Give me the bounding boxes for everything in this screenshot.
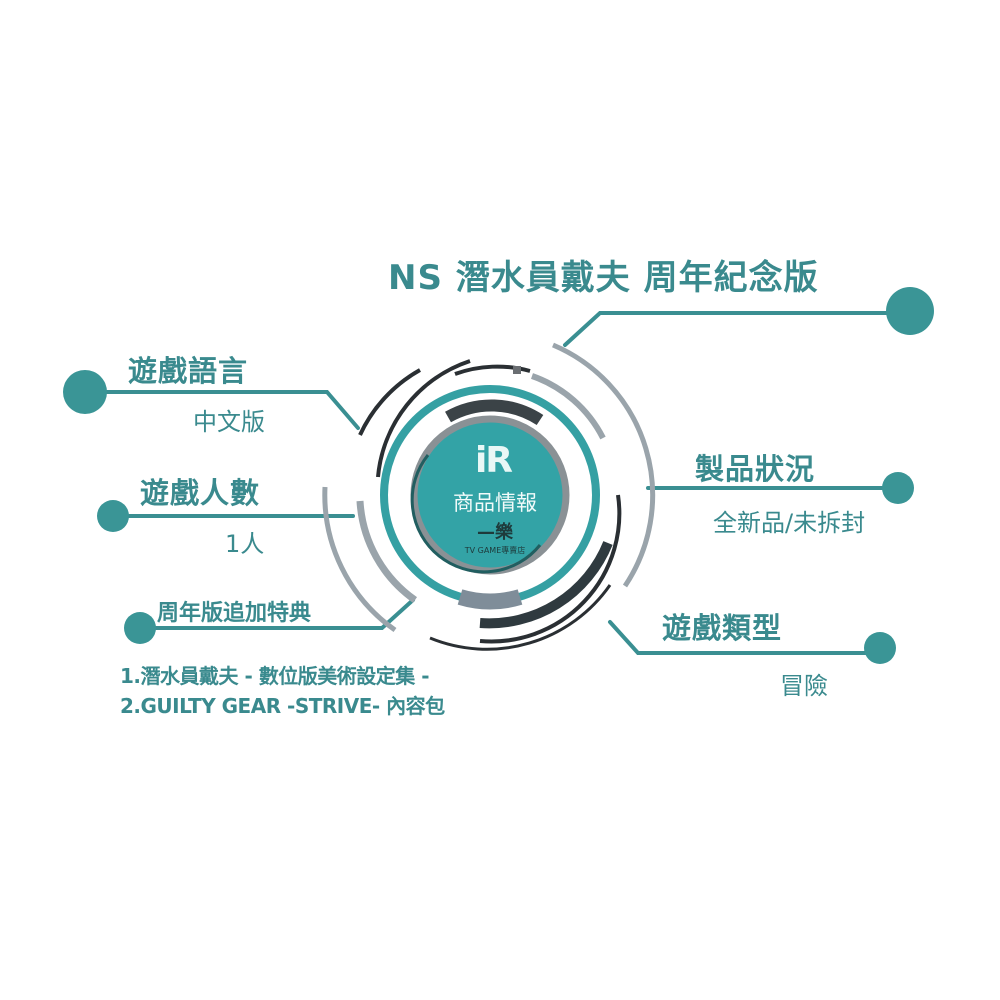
connector-bonus (138, 598, 415, 630)
language-label: 遊戲語言 (128, 354, 249, 388)
dot-title (886, 287, 934, 335)
bonus-item: 1.潛水員戴夫 - 數位版美術設定集 - (120, 664, 430, 688)
players-value: 1人 (225, 530, 265, 558)
genre-value: 冒險 (780, 672, 828, 700)
players-label: 遊戲人數 (140, 476, 261, 510)
brand-logo-icon: iR (474, 440, 513, 481)
bonus-item: 2.GUILTY GEAR -STRIVE- 內容包 (120, 694, 445, 718)
dot-condition (882, 472, 914, 504)
bonus-label: 周年版追加特典 (157, 601, 312, 626)
center-badge-label: 商品情報 (453, 491, 537, 515)
language-value: 中文版 (193, 408, 265, 436)
connector-genre (608, 620, 882, 655)
condition-value: 全新品/未拆封 (713, 509, 866, 537)
dot-bonus (124, 612, 156, 644)
page-title: NS 潛水員戴夫 周年紀念版 (388, 258, 819, 298)
dot-genre (864, 632, 896, 664)
condition-label: 製品狀況 (695, 452, 816, 486)
shop-subtitle: TV GAME專賣店 (464, 546, 526, 555)
genre-label: 遊戲類型 (662, 611, 783, 645)
dot-language (63, 370, 107, 414)
connector-language (83, 390, 360, 430)
connector-title (563, 311, 912, 347)
shop-name: —樂 (477, 522, 513, 543)
dot-players (97, 500, 129, 532)
